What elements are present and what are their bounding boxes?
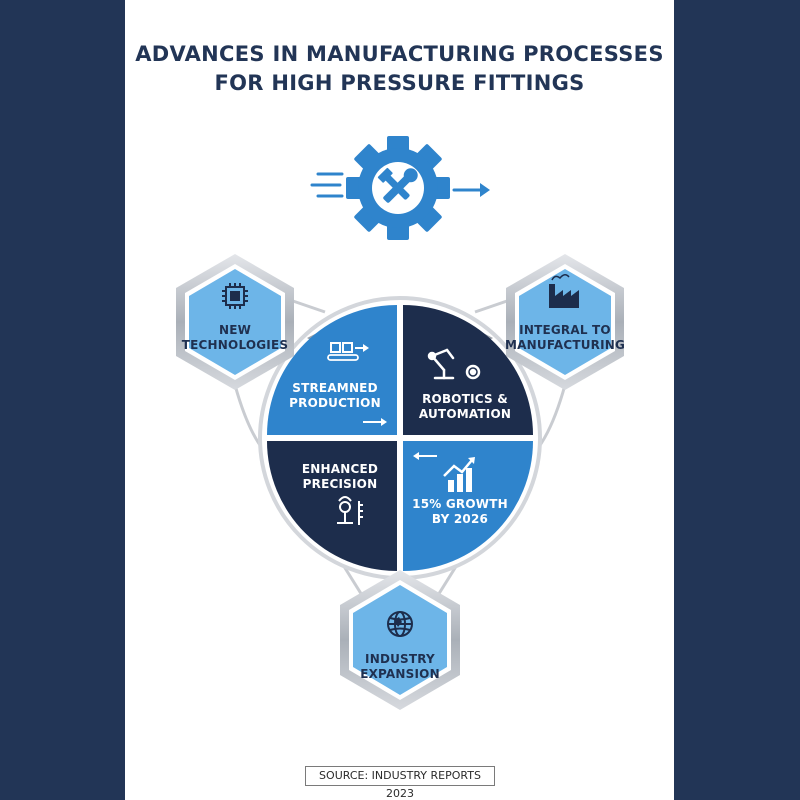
quadrant-growth <box>403 441 533 571</box>
quadrant-line-2: PRODUCTION <box>289 396 381 410</box>
quadrant-line-1: ROBOTICS & <box>422 392 508 406</box>
label-enhanced-precision: ENHANCED PRECISION <box>290 462 390 492</box>
gear-wrench-icon <box>310 136 490 240</box>
quadrant-line-2: BY 2026 <box>431 512 489 526</box>
process-diagram <box>176 136 624 710</box>
central-circle-ring <box>258 296 542 580</box>
measurement-icon <box>337 496 363 525</box>
label-integral-manufacturing: INTEGRAL TO MANUFACTURING <box>505 323 625 353</box>
robot-arm-icon <box>427 348 481 380</box>
left-background-band <box>0 0 125 800</box>
quadrant-line-2: AUTOMATION <box>418 407 512 421</box>
hexagon-integral-manufacturing <box>506 254 624 390</box>
quadrant-line-1: ENHANCED <box>301 462 379 476</box>
growth-chart-icon <box>443 457 475 492</box>
hexagon-line-1: INTEGRAL TO <box>519 323 611 337</box>
connector-integral-top <box>474 298 511 314</box>
label-robotics-automation: ROBOTICS & AUTOMATION <box>410 392 520 422</box>
quadrant-line-1: STREAMNED <box>292 381 378 395</box>
factory-icon <box>549 274 579 308</box>
hexagon-line-1: INDUSTRY <box>365 652 435 666</box>
hexagon-new-technologies <box>176 254 294 390</box>
label-new-technologies: NEW TECHNOLOGIES <box>180 323 290 353</box>
hexagon-industry-expansion <box>340 570 460 710</box>
source-caption: SOURCE: INDUSTRY REPORTS 2023 <box>305 766 495 800</box>
title-line-2: FOR HIGH PRESSURE FITTINGS <box>214 71 585 95</box>
connector-new-tech-top <box>289 298 326 314</box>
left-arrow-icon <box>413 452 437 460</box>
hexagon-line-1: NEW <box>218 323 252 337</box>
label-growth: 15% GROWTH BY 2026 <box>410 497 510 527</box>
conveyor-icon <box>327 342 369 361</box>
globe-icon <box>387 611 413 637</box>
quadrant-enhanced-precision <box>267 441 397 571</box>
chip-icon <box>222 283 248 309</box>
label-industry-expansion: INDUSTRY EXPANSION <box>345 652 455 682</box>
page-title: ADVANCES IN MANUFACTURING PROCESSES FOR … <box>125 40 674 98</box>
hexagon-line-2: TECHNOLOGIES <box>181 338 289 352</box>
right-background-band <box>674 0 800 800</box>
infographic-panel: ADVANCES IN MANUFACTURING PROCESSES FOR … <box>125 0 674 800</box>
title-line-1: ADVANCES IN MANUFACTURING PROCESSES <box>135 42 664 66</box>
label-streamlined-production: STREAMNED PRODUCTION <box>285 381 385 411</box>
hexagon-line-2: EXPANSION <box>360 667 440 681</box>
quadrant-line-2: PRECISION <box>302 477 378 491</box>
quadrant-line-1: 15% GROWTH <box>412 497 508 511</box>
quadrant-streamlined-production <box>267 305 397 435</box>
right-arrow-icon <box>363 418 387 426</box>
hexagon-line-2: MANUFACTURING <box>505 338 626 352</box>
